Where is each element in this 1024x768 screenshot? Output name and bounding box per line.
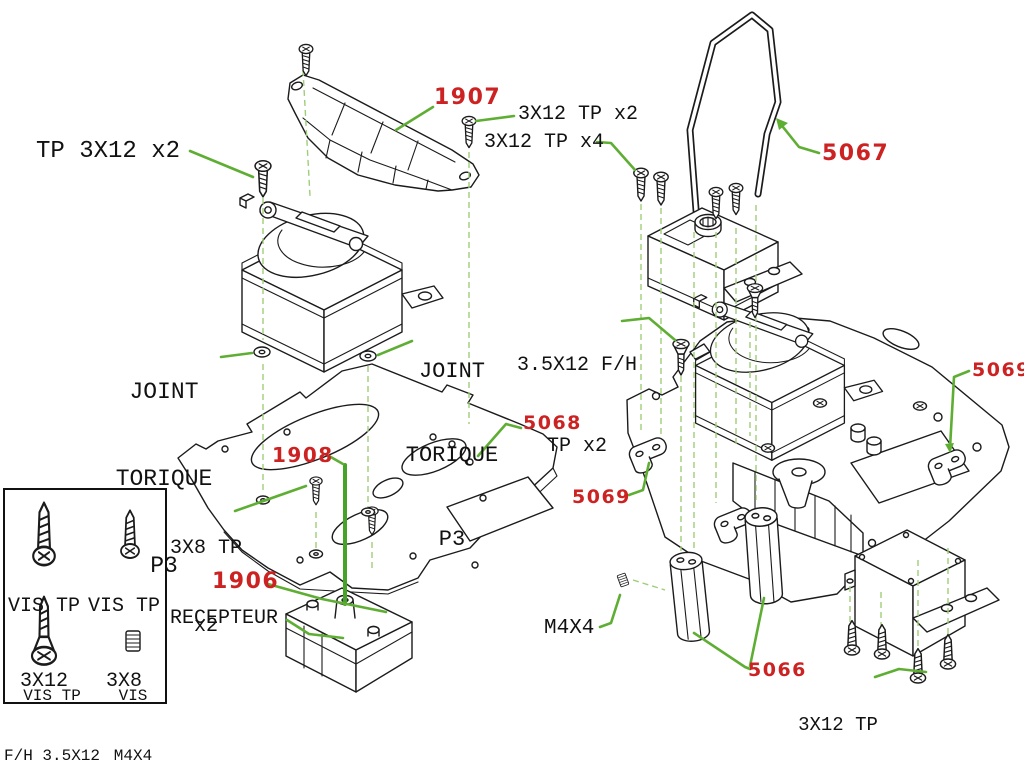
oring-left — [253, 346, 271, 358]
callout-3x8-line1: 3X8 TP — [169, 537, 242, 560]
antenna-post-5066-left — [668, 550, 712, 644]
callout-3x12-tp-bottom: 3X12 TP x4 — [794, 663, 882, 768]
roll-bar-5067 — [686, 11, 782, 227]
callout-part-5068: 5068 — [523, 412, 582, 434]
legend-box — [3, 488, 167, 704]
legend-0-line1: VIS TP — [7, 595, 80, 618]
legend-item-vis-tp-3x8: VIS TP 3X8 — [86, 544, 162, 719]
callout-3x12-tp-x2: 3X12 TP x2 — [518, 103, 639, 126]
joint-left-line2: TORIQUE — [115, 466, 213, 492]
legend-item-vis-tp-fh: VIS TP F/H 3.5X12 — [2, 646, 102, 768]
legend-0-line2: 3X12 — [19, 670, 68, 693]
antenna-post-5066-right — [743, 505, 784, 606]
screw-3x12-canopy-right — [461, 115, 477, 149]
tray-posts — [850, 423, 882, 456]
alignment-dashes — [262, 69, 949, 670]
legend-2-line1: VIS TP — [23, 687, 81, 705]
callout-joint-torique-right: JOINT TORIQUE P3 — [402, 302, 502, 582]
callout-part-5066: 5066 — [748, 659, 807, 681]
callout-part-1907: 1907 — [434, 85, 502, 110]
callout-part-1908: 1908 — [272, 443, 334, 467]
callout-35x12-fh: 3.5X12 F/H TP x2 — [514, 298, 640, 487]
callout-part-5069-right: 5069 — [972, 359, 1024, 381]
steering-rack-block — [732, 458, 864, 557]
callout-part-1906: 1906 — [212, 569, 280, 594]
screws-3x12-top-right — [633, 167, 744, 220]
callout-3x8-tp: 3X8 TP x2 — [166, 484, 246, 666]
joint-right-line1: JOINT — [418, 359, 485, 384]
callout-joint-torique-left: JOINT TORIQUE P3 — [110, 320, 218, 610]
callout-recepteur: RECEPTEUR — [170, 607, 279, 630]
callout-3x12-bottom-line1: 3X12 TP — [798, 714, 878, 736]
callout-m4x4: M4X4 — [544, 617, 595, 640]
legend-1-line1: VIS TP — [87, 595, 160, 618]
callout-35x12-line2: TP x2 — [546, 435, 607, 458]
legend-item-vis-tp-3x12: VIS TP 3X12 — [6, 544, 82, 719]
oring-right — [359, 350, 377, 362]
grub-screw-m4x4 — [616, 572, 630, 588]
legend-2-line2: F/H 3.5X12 — [3, 747, 100, 765]
legend-item-vis-m4x4: VIS M4X4 — [106, 646, 160, 768]
screw-3x12-canopy-left — [298, 43, 314, 77]
callout-part-5069-left: 5069 — [572, 486, 631, 508]
joint-left-line1: JOINT — [129, 379, 199, 405]
callout-3x12-tp-x4: 3X12 TP x4 — [484, 131, 605, 154]
callout-35x12-line1: 3.5X12 F/H — [516, 354, 638, 377]
joint-right-line3: P3 — [438, 527, 466, 552]
receiver-case — [844, 529, 1000, 657]
leader-lines — [188, 105, 971, 679]
callout-part-5067: 5067 — [822, 141, 890, 166]
legend-3-line1: VIS — [118, 687, 148, 705]
callout-3x8-line2: x2 — [193, 615, 218, 638]
joint-right-line2: TORIQUE — [405, 443, 499, 468]
legend-1-line2: 3X8 — [105, 670, 142, 693]
legend-3-line2: M4X4 — [113, 747, 153, 765]
callout-tp-3x12-x2: TP 3X12 x2 — [36, 138, 181, 165]
canopy-1907 — [287, 74, 480, 192]
joint-left-line3: P3 — [150, 553, 178, 579]
screw-3x12-left — [254, 159, 272, 198]
